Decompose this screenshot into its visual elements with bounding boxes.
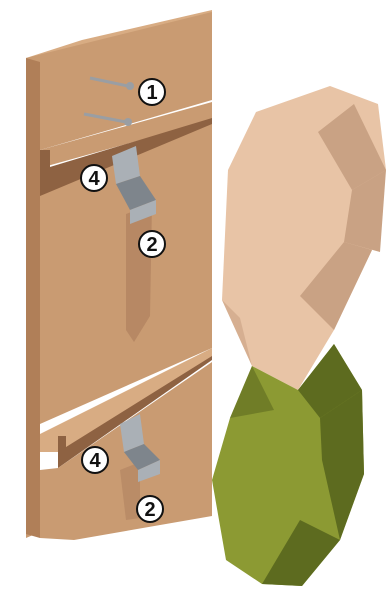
svg-text:2: 2	[146, 234, 157, 256]
svg-text:2: 2	[144, 499, 155, 521]
callout-clip-bottom-shadow: 2	[137, 496, 163, 522]
panel-notch-mid	[40, 172, 50, 190]
callout-clip-bottom: 4	[82, 447, 108, 473]
svg-text:4: 4	[89, 450, 101, 472]
callout-screw: 1	[139, 79, 165, 105]
wooden-panel	[26, 10, 212, 540]
svg-text:1: 1	[146, 82, 157, 104]
panel-notch-upper	[40, 150, 50, 170]
panel-notch-lower	[58, 436, 66, 452]
callout-clip-top: 4	[81, 165, 107, 191]
stone-top	[222, 86, 386, 390]
callout-clip-top-shadow: 2	[139, 231, 165, 257]
svg-text:4: 4	[88, 168, 100, 190]
panel-left-edge	[26, 58, 40, 538]
